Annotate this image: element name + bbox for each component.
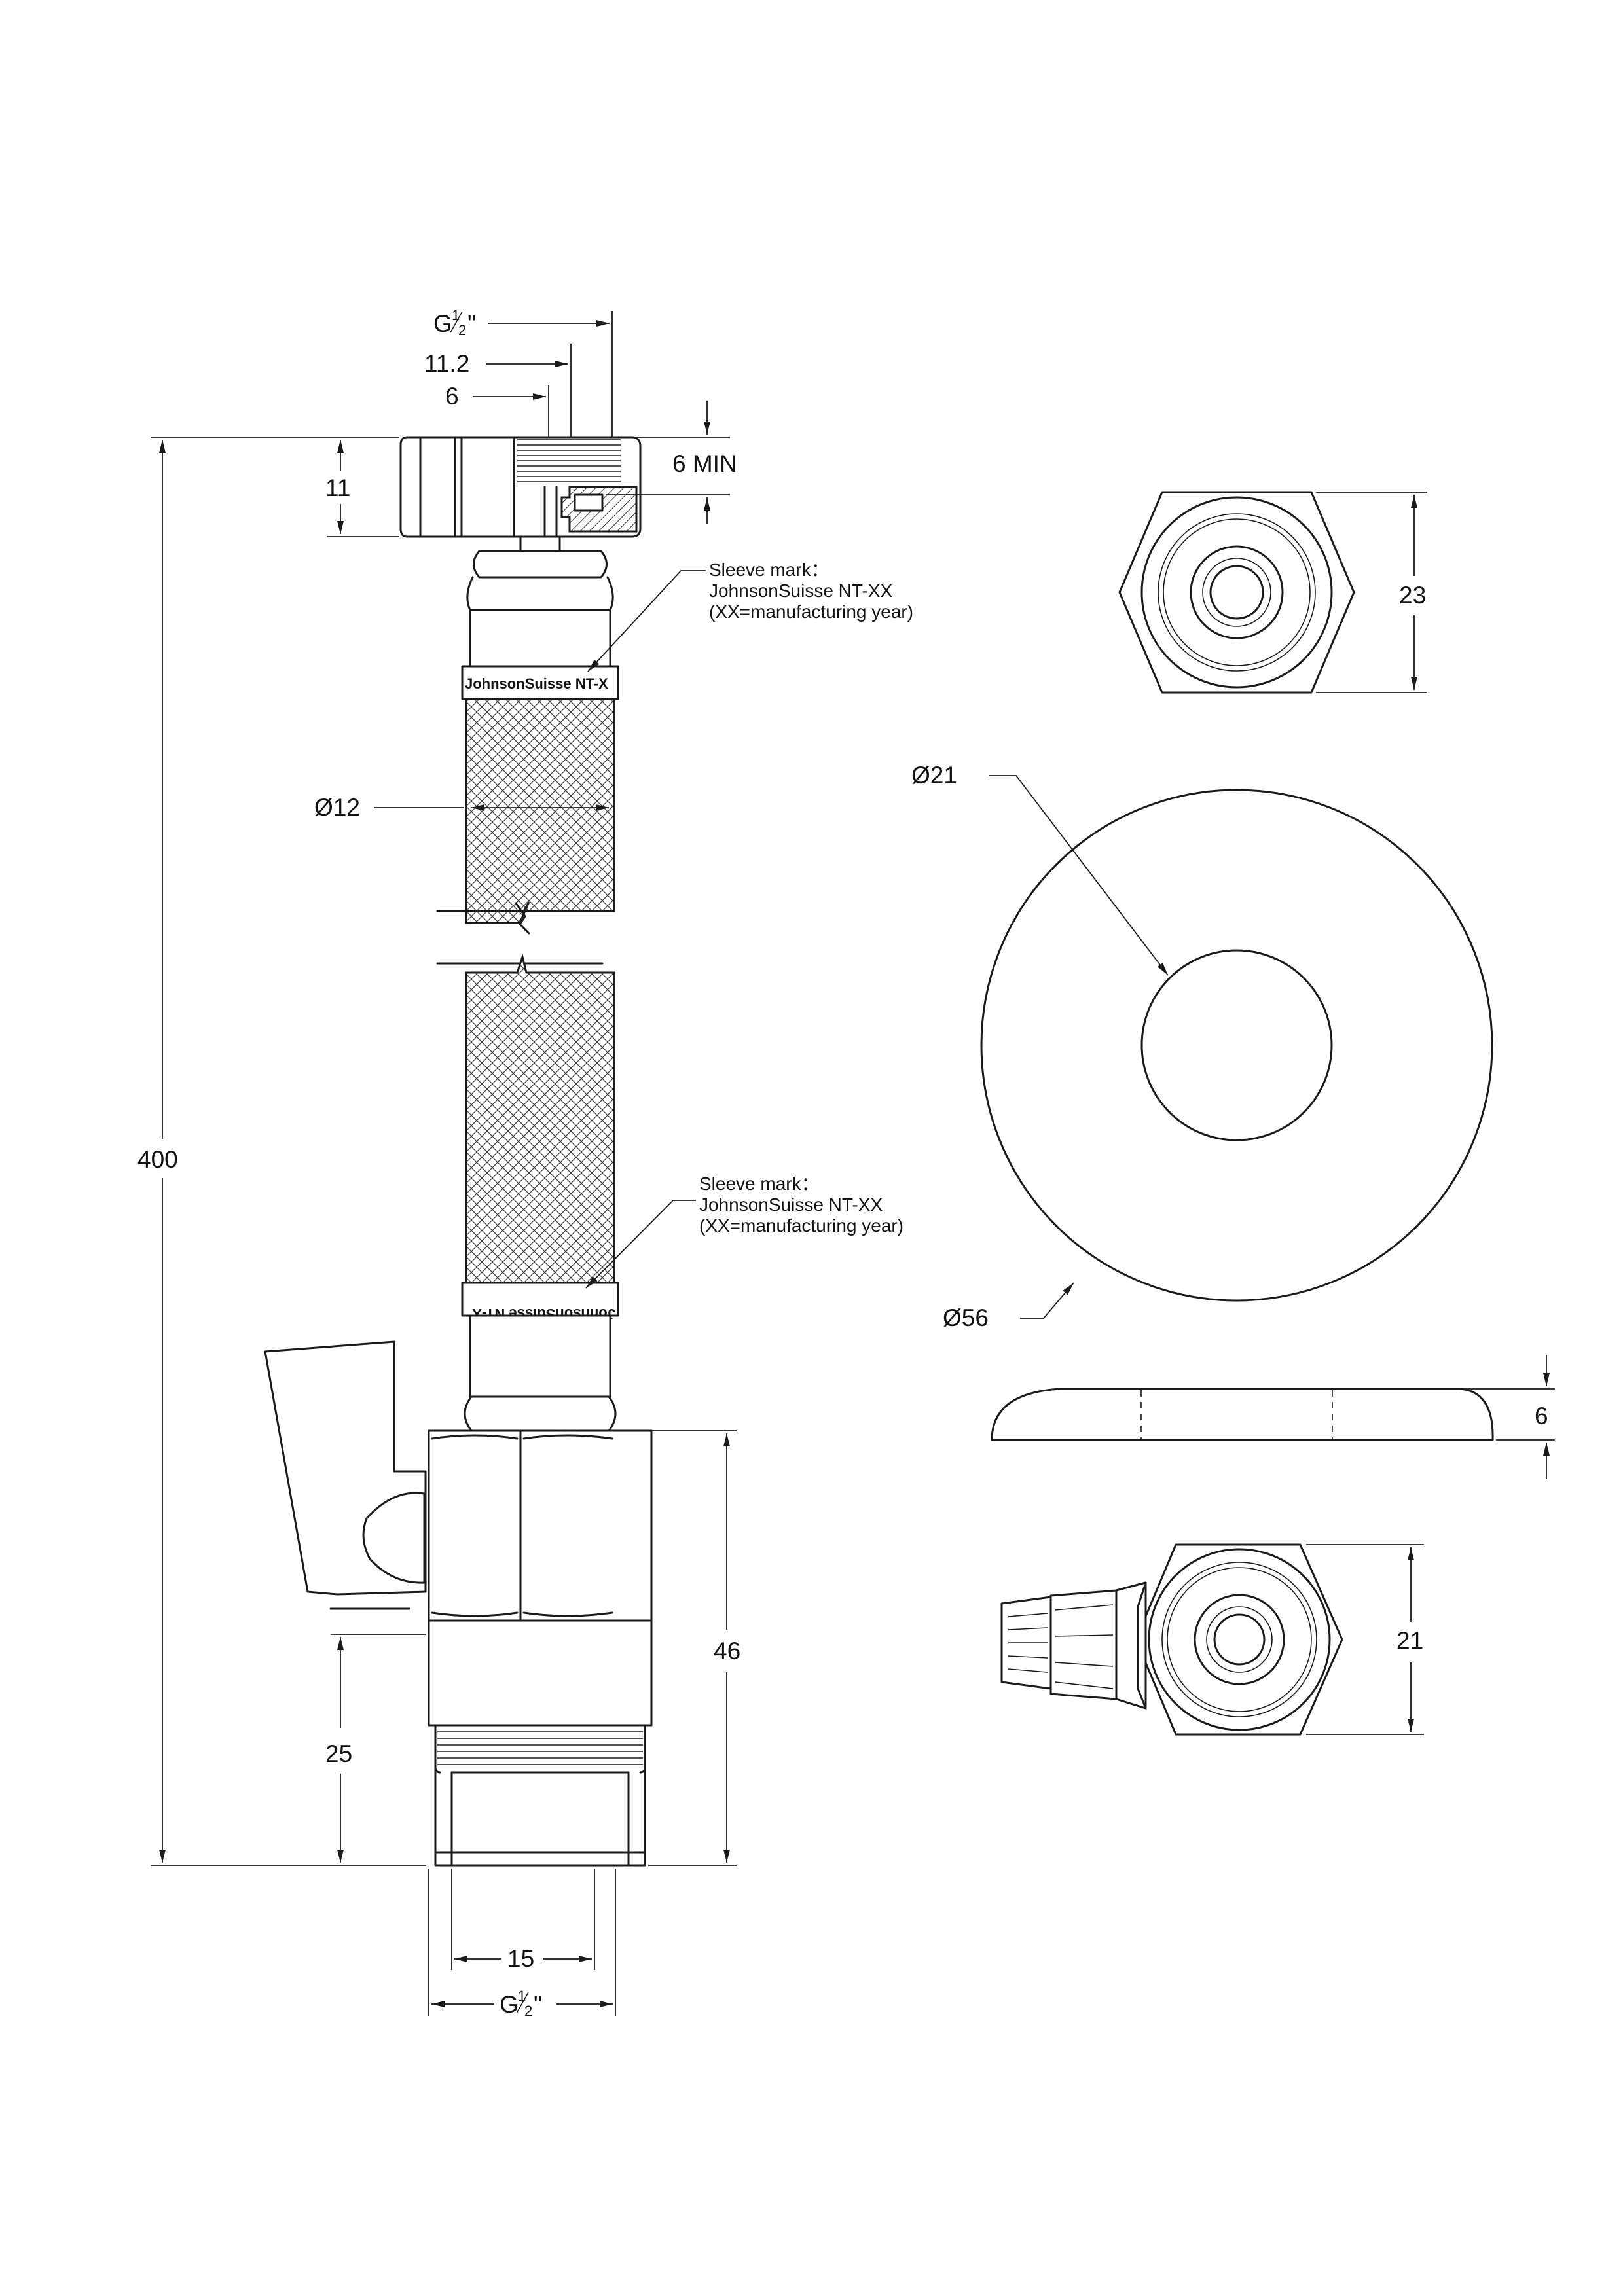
valve-handle — [264, 1340, 427, 1610]
dim-bore: 15 — [507, 1945, 534, 1972]
flange-side-view: 6 — [991, 1355, 1555, 1479]
svg-text:G: G — [500, 1991, 519, 2018]
nut-end-view: 23 — [1118, 491, 1427, 694]
dim-flange-outer: Ø56 — [943, 1304, 989, 1331]
sleeve-print-top: JohnsonSuisse NT-X — [465, 675, 608, 692]
svg-text:JohnsonSuisse NT-XX: JohnsonSuisse NT-XX — [709, 581, 892, 601]
dim-hose-diameter: Ø12 — [314, 794, 360, 821]
valve-end-view: 21 — [1000, 1543, 1424, 1736]
dim-body-height: 46 — [714, 1638, 740, 1664]
svg-text:JohnsonSuisse NT-XX: JohnsonSuisse NT-XX — [699, 1194, 883, 1215]
svg-text:2: 2 — [458, 322, 466, 338]
dim-thread-depth: 11.2 — [424, 350, 469, 377]
svg-text:2: 2 — [524, 2003, 532, 2019]
dim-thread-bottom: G 1 2 " — [500, 1988, 542, 2019]
side-view-dimensions: 400 11 G 1 2 " 11.2 6 6 MIN — [137, 307, 740, 2019]
hose-upper — [436, 698, 615, 935]
dim-overall-length: 400 — [137, 1146, 178, 1173]
svg-text:(XX=manufacturing year): (XX=manufacturing year) — [709, 601, 913, 622]
bottom-sleeve: JohnsonSuisse NT-X — [461, 1282, 619, 1432]
svg-text:G: G — [433, 310, 452, 337]
dim-valve-hex: 21 — [1396, 1627, 1423, 1654]
sleeve-note-top: Sleeve mark： JohnsonSuisse NT-XX (XX=man… — [587, 560, 913, 672]
hose-assembly-side-view: JohnsonSuisse NT-X JohnsonSuisse NT-X — [264, 436, 653, 1867]
hose-lower — [436, 953, 615, 1284]
valve-body — [428, 1429, 653, 1867]
sleeve-note-bottom: Sleeve mark： JohnsonSuisse NT-XX (XX=man… — [585, 1174, 903, 1289]
dim-flange-thickness: 6 — [1535, 1403, 1548, 1429]
svg-text:": " — [534, 1991, 542, 2018]
top-nut — [399, 436, 642, 538]
svg-text:": " — [467, 310, 476, 337]
dim-nut-height: 11 — [325, 475, 350, 501]
dim-six-min: 6 MIN — [672, 450, 737, 477]
dim-seat-depth: 6 — [445, 383, 459, 410]
svg-text:(XX=manufacturing year): (XX=manufacturing year) — [699, 1215, 903, 1236]
dim-thread-length: 25 — [325, 1740, 352, 1767]
flange-plan-view: Ø21 Ø56 — [911, 762, 1493, 1331]
dim-flange-inner: Ø21 — [911, 762, 957, 789]
svg-text:Sleeve mark：: Sleeve mark： — [709, 560, 830, 580]
svg-text:1: 1 — [452, 307, 460, 323]
top-sleeve: JohnsonSuisse NT-X — [461, 535, 619, 700]
dim-thread-top: G 1 2 " — [433, 307, 476, 338]
dim-hex-size: 23 — [1399, 582, 1426, 609]
svg-text:1: 1 — [518, 1988, 526, 2004]
svg-text:Sleeve mark：: Sleeve mark： — [699, 1174, 820, 1194]
